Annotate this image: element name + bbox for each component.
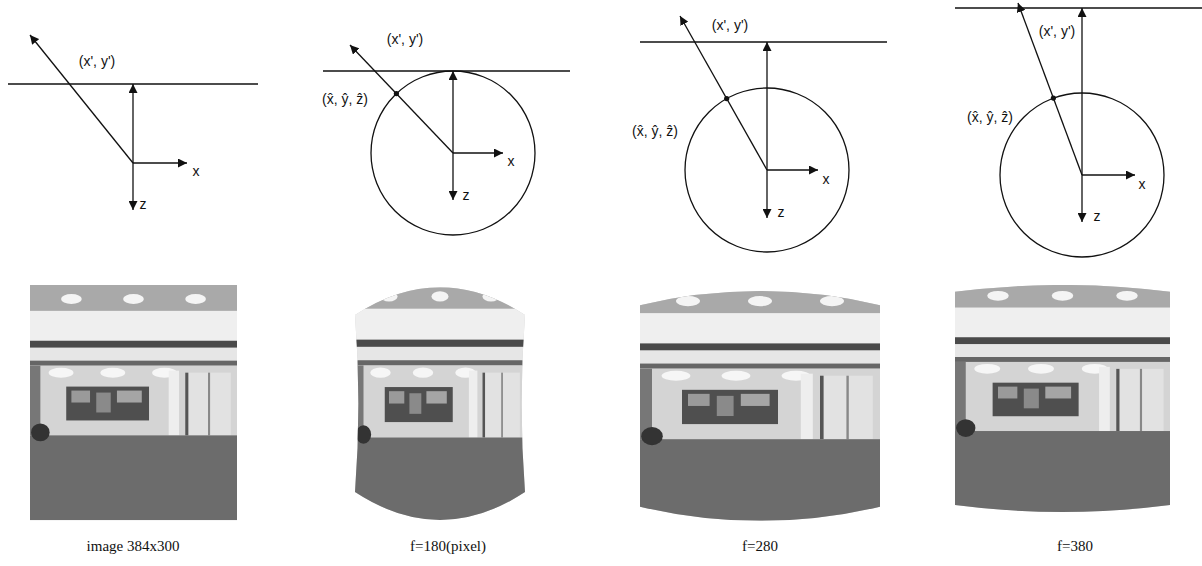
sphere-point-label: (x̂, ŷ, ẑ): [630, 124, 680, 139]
x-axis: [453, 152, 503, 153]
sphere-point-label: (x̂, ŷ, ẑ): [320, 92, 370, 107]
sphere-point: [724, 96, 729, 101]
z-axis: [452, 153, 453, 200]
axis-label: x: [1139, 177, 1146, 192]
axis-label: z: [778, 205, 785, 220]
axis-label: x: [508, 154, 515, 169]
panel-caption: f=180(pixel): [410, 538, 486, 555]
sphere-point: [1051, 96, 1056, 101]
sphere-point: [394, 91, 399, 96]
image-point-label: (x', y'): [79, 54, 115, 69]
image-plane: [640, 41, 887, 42]
warped-photo: [355, 282, 525, 525]
ray: [680, 16, 767, 170]
axis-label: z: [1094, 209, 1101, 224]
z-axis: [766, 170, 767, 218]
x-axis: [767, 169, 818, 170]
optical-axis: [1081, 8, 1082, 175]
image-point-label: (x', y'): [1039, 24, 1075, 39]
warped-photo: [640, 287, 880, 525]
optical-axis: [766, 42, 767, 170]
sphere-points: [394, 91, 1056, 101]
x-axis: [1082, 174, 1135, 175]
image-plane: [955, 7, 1202, 8]
panel-caption: f=380: [1057, 538, 1093, 555]
warped-photo: [955, 282, 1170, 515]
image-point-label: (x', y'): [387, 32, 423, 47]
z-axis: [1081, 175, 1082, 222]
panel-diagram: [8, 3, 1202, 257]
sphere-point-label: (x̂, ŷ, ẑ): [965, 110, 1015, 125]
axis-label: z: [463, 188, 470, 203]
optical-axis: [132, 84, 133, 163]
z-axis: [132, 163, 133, 210]
ray: [1018, 3, 1082, 175]
optical-axis: [452, 71, 453, 153]
axis-label: x: [193, 164, 200, 179]
panel-caption: image 384x300: [87, 538, 180, 555]
ray: [30, 35, 133, 163]
axis-label: x: [823, 172, 830, 187]
image-point-label: (x', y'): [712, 18, 748, 33]
panel-caption: f=280: [742, 538, 778, 555]
x-axis: [133, 162, 187, 163]
source-photo: [30, 285, 237, 520]
axis-label: z: [140, 197, 147, 212]
